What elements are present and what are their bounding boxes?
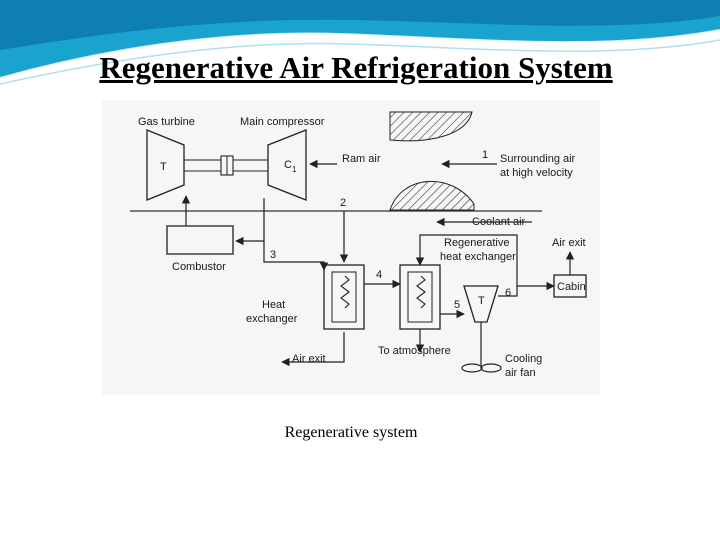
air-exit-top-label: Air exit xyxy=(552,237,586,249)
air-exit-bottom-label: Air exit xyxy=(292,353,326,365)
compressor-to-combustor xyxy=(235,198,265,246)
hx-air-exit xyxy=(281,332,345,367)
heat-exchanger-label-2: exchanger xyxy=(246,313,298,325)
regen-hx-coil xyxy=(416,275,426,309)
combustor-label: Combustor xyxy=(172,261,226,273)
ram-intake-upper xyxy=(389,111,473,142)
to-atmosphere-label: To atmosphere xyxy=(378,345,451,357)
combustor-box xyxy=(166,225,234,255)
diagram-panel: T Gas turbine C 1 Main compressor Ram ai… xyxy=(102,100,600,395)
gas-turbine-label: Gas turbine xyxy=(138,116,195,128)
gas-turbine-T: T xyxy=(160,161,167,173)
surrounding-air-label-2: at high velocity xyxy=(500,167,573,179)
coolant-air-label: Coolant air xyxy=(472,216,526,228)
regen-recirculation xyxy=(415,234,518,286)
state-point-1: 1 xyxy=(482,149,488,161)
header-wave-decoration xyxy=(0,0,720,85)
refrigeration-system-diagram: T Gas turbine C 1 Main compressor Ram ai… xyxy=(130,111,587,379)
compressor-subscript: 1 xyxy=(292,165,297,174)
fan-blade-right xyxy=(480,363,502,373)
main-compressor-symbol xyxy=(267,129,307,201)
regen-hx-label-2: heat exchanger xyxy=(440,251,516,263)
cooling-turbine-symbol xyxy=(463,285,499,323)
state-point-2: 2 xyxy=(340,197,346,209)
compressor-C: C xyxy=(284,159,292,171)
state-point-3: 3 xyxy=(270,249,276,261)
turbine-to-cabin xyxy=(498,281,555,297)
heat-exchanger-box xyxy=(323,264,365,330)
heat-exchanger-coil xyxy=(340,275,350,309)
surrounding-air-label-1: Surrounding air xyxy=(500,153,576,165)
gas-turbine-symbol xyxy=(146,129,185,201)
main-compressor-label: Main compressor xyxy=(240,116,325,128)
cooling-fan-label-1: Cooling xyxy=(505,353,542,365)
slide-title: Regenerative Air Refrigeration System xyxy=(99,50,613,85)
regen-heat-exchanger-box xyxy=(399,264,441,330)
heat-exchanger-label-1: Heat xyxy=(262,299,285,311)
figure-caption: Regenerative system xyxy=(284,424,418,441)
header-wave-top xyxy=(0,0,720,50)
ram-intake-lower xyxy=(389,181,475,211)
cooling-turbine-T: T xyxy=(478,295,485,307)
header-wave-line xyxy=(0,39,720,85)
ram-air-label: Ram air xyxy=(342,153,381,165)
cooling-fan-label-2: air fan xyxy=(505,367,536,379)
fan-blade-left xyxy=(461,363,483,373)
state-point-4: 4 xyxy=(376,269,382,281)
state-point-5: 5 xyxy=(454,299,460,311)
header-wave-highlight xyxy=(0,29,720,79)
cabin-label: Cabin xyxy=(557,281,586,293)
state-point-6: 6 xyxy=(505,287,511,299)
regen-hx-label-1: Regenerative xyxy=(444,237,509,249)
